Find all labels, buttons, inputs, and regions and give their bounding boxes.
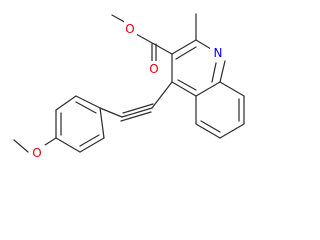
bond-ph-c4-c5 xyxy=(55,137,81,153)
bond-ph-c5-c6-inner xyxy=(79,134,100,147)
oxygen-label: O xyxy=(125,22,134,36)
bond-c4-c4a-double xyxy=(171,81,197,97)
bond-c4-c4a-inner xyxy=(177,79,197,91)
bond-c2-n1 xyxy=(195,39,212,50)
bond-c8a-c8 xyxy=(219,81,245,97)
methoxyphenyl-ring xyxy=(13,95,105,153)
oxygen-label: O xyxy=(32,146,41,160)
oxygen-label: O xyxy=(149,62,158,76)
bond-c7-c6 xyxy=(219,123,245,139)
bond-alkyne-triple-c xyxy=(122,103,154,114)
atom-label-ester-carbonyl-oxygen: O xyxy=(148,61,161,76)
atom-label-ester-ether-oxygen: O xyxy=(124,21,137,36)
bond-n1-c8a-inner xyxy=(211,62,217,83)
alkyne-linker xyxy=(99,81,173,122)
bond-ph-c1-c2-inner xyxy=(75,101,97,114)
bond-c4a-c8a xyxy=(195,81,221,97)
bond-c3-c2-inner xyxy=(175,46,197,60)
bond-methoxy-o-to-methyl xyxy=(13,139,29,153)
atom-label-ring-nitrogen: N xyxy=(210,44,225,60)
bond-ph-c5-c6 xyxy=(79,137,105,153)
bond-ph-c6-c1 xyxy=(99,107,105,139)
molecule-structure: O O N O xyxy=(13,13,245,161)
bond-ph-c4-to-methoxy-o xyxy=(44,137,57,146)
bond-ph-c2-c3 xyxy=(55,95,77,111)
bond-c4-alkyne xyxy=(151,81,173,109)
bond-c3-c2-double xyxy=(171,39,197,55)
bond-alkyne-to-aryl xyxy=(99,107,123,118)
bond-c6-c5 xyxy=(195,123,221,139)
quinoline-core xyxy=(171,13,245,139)
methyl-ester-group xyxy=(111,14,173,63)
nitrogen-label: N xyxy=(214,46,223,60)
bond-alkyne-triple-b xyxy=(120,111,152,122)
bond-n1-c8a xyxy=(219,60,226,83)
bond-c6-c5-inner xyxy=(200,120,221,133)
bond-alkyne-triple-a xyxy=(121,107,153,118)
atom-label-methoxy-oxygen: O xyxy=(30,145,45,161)
bond-ph-c1-c2 xyxy=(75,95,101,109)
bond-ester-oxygen-to-carbonyl xyxy=(135,33,155,45)
bond-carbonyl-to-c3 xyxy=(153,43,173,55)
